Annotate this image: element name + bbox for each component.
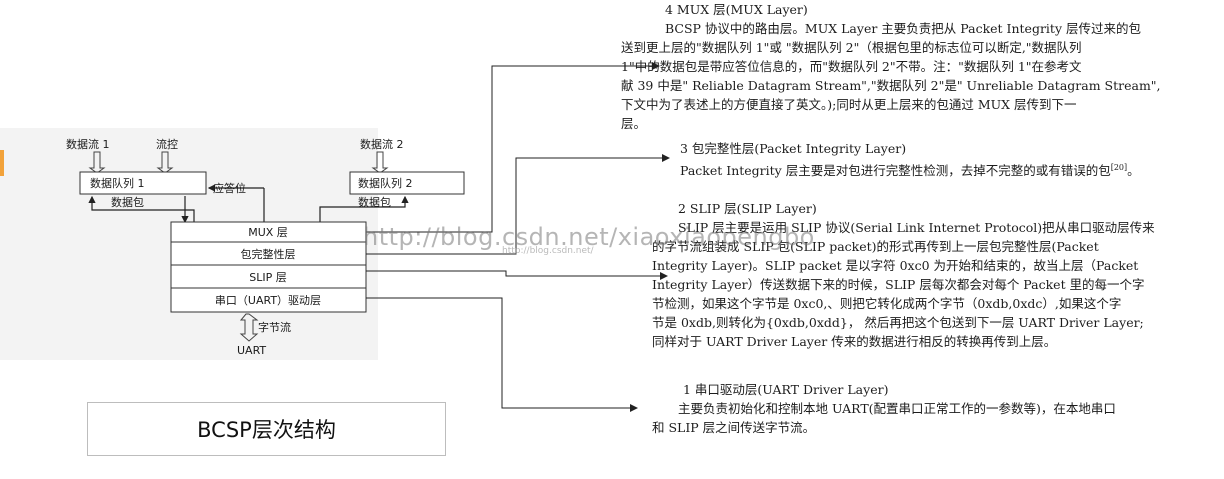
- packet-right-connector: [319, 195, 409, 222]
- section-mux-line-4: 献 39 中是" Reliable Datagram Stream","数据队列…: [621, 78, 1161, 93]
- section-slip-line-4: Integrity Layer）传送数据下来的时候，SLIP 层每次都会对每个 …: [652, 277, 1145, 292]
- layer-label-slip: SLIP 层: [249, 271, 287, 284]
- stream1-label: 数据流 1: [66, 137, 110, 151]
- section-mux-heading: 4 MUX 层(MUX Layer): [665, 2, 808, 17]
- layer-stack: [170, 221, 367, 313]
- integrity-connector-arrow: [366, 154, 670, 255]
- section-slip-line-6: 节是 0xdb,则转化为{0xdb,0xdd}， 然后再把这个包送到下一层 UA…: [652, 315, 1144, 330]
- stream1-double-arrow: [88, 151, 106, 174]
- uart-connector-arrow: [366, 297, 638, 412]
- mux-connector-arrow: [366, 62, 660, 233]
- ack-label: 应答位: [213, 181, 246, 195]
- section-mux-line-1: BCSP 协议中的路由层。MUX Layer 主要负责把从 Packet Int…: [665, 21, 1141, 36]
- section-packet-integrity-layer: 3 包完整性层(Packet Integrity Layer) Packet I…: [680, 139, 1210, 180]
- section-slip-line-2: 的字节流组装成 SLIP 包(SLIP packet)的形式再传到上一层包完整性…: [652, 239, 1099, 254]
- diagram-caption: BCSP层次结构: [87, 402, 446, 456]
- section-integrity-line-1: Packet Integrity 层主要是对包进行完整性检测，去掉不完整的或有错…: [680, 163, 1140, 179]
- section-mux-line-3: 1"中的数据包是带应答位信息的，而"数据队列 2"不带。注："数据队列 1"在参…: [621, 59, 1082, 74]
- section-uart-heading: 1 串口驱动层(UART Driver Layer): [683, 382, 889, 397]
- stream2-double-arrow: [371, 151, 389, 174]
- reference-superscript: [20]: [1110, 163, 1128, 172]
- section-slip-line-7: 同样对于 UART Driver Layer 传来的数据进行相反的转换再传到上层…: [652, 334, 1057, 349]
- section-mux-line-6: 层。: [621, 116, 647, 131]
- queue1-label: 数据队列 1: [90, 176, 145, 190]
- layer-label-integrity: 包完整性层: [241, 247, 296, 261]
- section-slip-line-5: 节检测，如果这个字节是 0xc0,、则把它转化成两个字节（0xdb,0xdc）,…: [652, 296, 1122, 311]
- queue1-box: [79, 171, 207, 195]
- queue2-box: [349, 171, 465, 195]
- flow-control-label: 流控: [156, 137, 178, 151]
- edge-marker: [0, 150, 4, 176]
- byte-stream-label: 字节流: [258, 320, 291, 334]
- section-mux-line-2: 送到更上层的"数据队列 1"或 "数据队列 2"（根据包里的标志位可以断定,"数…: [621, 40, 1082, 55]
- layer-label-uart-driver: 串口（UART）驱动层: [215, 294, 321, 307]
- packet-label-right: 数据包: [358, 195, 391, 209]
- section-slip-line-1: SLIP 层主要是运用 SLIP 协议(Serial Link Internet…: [678, 220, 1155, 235]
- section-slip-layer: 2 SLIP 层(SLIP Layer) SLIP 层主要是运用 SLIP 协议…: [652, 199, 1212, 351]
- stream2-label: 数据流 2: [360, 137, 404, 151]
- byte-stream-double-arrow: [239, 313, 259, 342]
- section-integrity-heading: 3 包完整性层(Packet Integrity Layer): [680, 141, 907, 156]
- section-slip-heading: 2 SLIP 层(SLIP Layer): [678, 201, 817, 216]
- section-uart-driver-layer: 1 串口驱动层(UART Driver Layer) 主要负责初始化和控制本地 …: [652, 380, 1212, 437]
- flow-control-double-arrow: [156, 151, 174, 174]
- slip-connector-arrow: [366, 270, 668, 280]
- uart-label: UART: [237, 344, 266, 357]
- section-uart-line-1: 主要负责初始化和控制本地 UART(配置串口正常工作的一参数等)，在本地串口: [678, 401, 1116, 416]
- packet-label-left: 数据包: [111, 195, 144, 209]
- queue2-label: 数据队列 2: [358, 176, 413, 190]
- layer-label-mux: MUX 层: [248, 226, 288, 239]
- section-mux-layer: 4 MUX 层(MUX Layer) BCSP 协议中的路由层。MUX Laye…: [621, 0, 1211, 133]
- section-slip-line-3: Integrity Layer)。SLIP packet 是以字符 0xc0 为…: [652, 258, 1139, 273]
- section-mux-line-5: 下文中为了表述上的方便直接了英文。);同时从更上层来的包通过 MUX 层传到下一: [621, 97, 1077, 112]
- packet-left-connector: [88, 195, 195, 222]
- section-uart-line-2: 和 SLIP 层之间传送字节流。: [652, 420, 816, 435]
